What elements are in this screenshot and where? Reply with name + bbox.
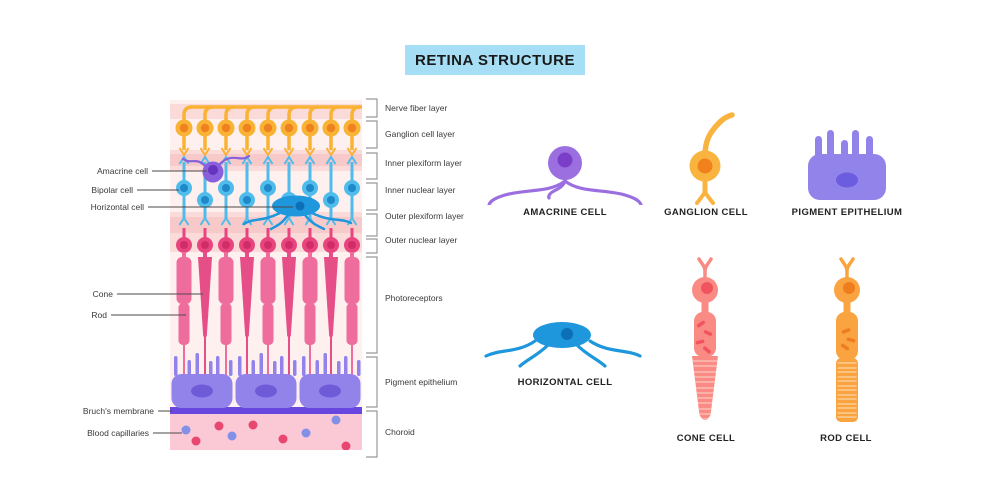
- cone-organelles: [695, 320, 713, 354]
- label-ganglion-cell-layer: Ganglion cell layer: [385, 129, 455, 139]
- page-title: RETINA STRUCTURE: [405, 45, 585, 75]
- label-bipolar-cell: Bipolar cell: [91, 185, 133, 195]
- label-rod: Rod: [91, 310, 107, 320]
- horizontal-cell-figure: [484, 322, 642, 368]
- bracket-outer-plexiform-layer: [366, 213, 378, 237]
- label-choroid: Choroid: [385, 427, 415, 437]
- label-horizontal-cell: Horizontal cell: [90, 202, 144, 212]
- bracket-ganglion-cell-layer: [366, 120, 378, 149]
- cone-cell-caption: CONE CELL: [676, 433, 736, 444]
- horizontal-cell-shape: [242, 195, 353, 231]
- label-inner-plexiform-layer: Inner plexiform layer: [385, 158, 463, 168]
- ganglion-cell-figure: [689, 112, 735, 205]
- rod-cell-caption: ROD CELL: [820, 433, 872, 444]
- bracket-pigment-epithelium: [366, 356, 378, 408]
- bruchs-membrane-bar: [170, 407, 362, 414]
- pigment-epithelium-figure: [808, 130, 886, 200]
- bracket-inner-plexiform-layer: [366, 152, 378, 180]
- amacrine-nucleus: [557, 152, 573, 168]
- cone-cell-figure: [692, 257, 718, 420]
- amacrine-cell-figure: [487, 146, 643, 205]
- pigment-nucleus: [836, 172, 858, 188]
- label-amacrine-cell: Amacrine cell: [96, 166, 148, 176]
- rod-organelles: [840, 328, 856, 351]
- leader-lines: [111, 170, 293, 434]
- choroid-band: [170, 414, 362, 450]
- blood-capillary-dots: [181, 415, 351, 450]
- rod-nucleus: [843, 282, 855, 294]
- ganglion-cells: [173, 105, 362, 157]
- label-bruchs-membrane: Bruch's membrane: [82, 406, 154, 416]
- bracket-inner-nuclear-layer: [366, 182, 378, 211]
- ganglion-cell-caption: GANGLION CELL: [664, 207, 748, 218]
- label-outer-plexiform-layer: Outer plexiform layer: [385, 211, 464, 221]
- ganglion-nucleus: [697, 158, 713, 174]
- label-cone: Cone: [92, 289, 113, 299]
- bracket-nerve-fiber-layer: [366, 98, 378, 118]
- amacrine-cell-caption: AMACRINE CELL: [523, 207, 607, 218]
- bracket-photoreceptors: [366, 256, 378, 354]
- retina-layers-diagram: [170, 100, 362, 450]
- bracket-outer-nuclear-layer: [366, 238, 378, 254]
- cone-nucleus: [701, 282, 713, 294]
- bracket-choroid: [366, 410, 378, 458]
- label-inner-nuclear-layer: Inner nuclear layer: [385, 185, 456, 195]
- horizontal-nucleus: [561, 328, 573, 340]
- label-blood-capillaries: Blood capillaries: [87, 428, 149, 438]
- rod-cell-figure: [834, 257, 860, 422]
- label-pigment-epithelium: Pigment epithelium: [385, 377, 458, 387]
- label-nerve-fiber-layer: Nerve fiber layer: [385, 103, 448, 113]
- horizontal-cell-caption: HORIZONTAL CELL: [517, 377, 613, 388]
- label-photoreceptors: Photoreceptors: [385, 293, 443, 303]
- layer-brackets: [366, 98, 378, 458]
- amacrine-cell-shape: [181, 154, 251, 183]
- pigment-epithelium-caption: PIGMENT EPITHELIUM: [791, 207, 903, 218]
- label-outer-nuclear-layer: Outer nuclear layer: [385, 235, 458, 245]
